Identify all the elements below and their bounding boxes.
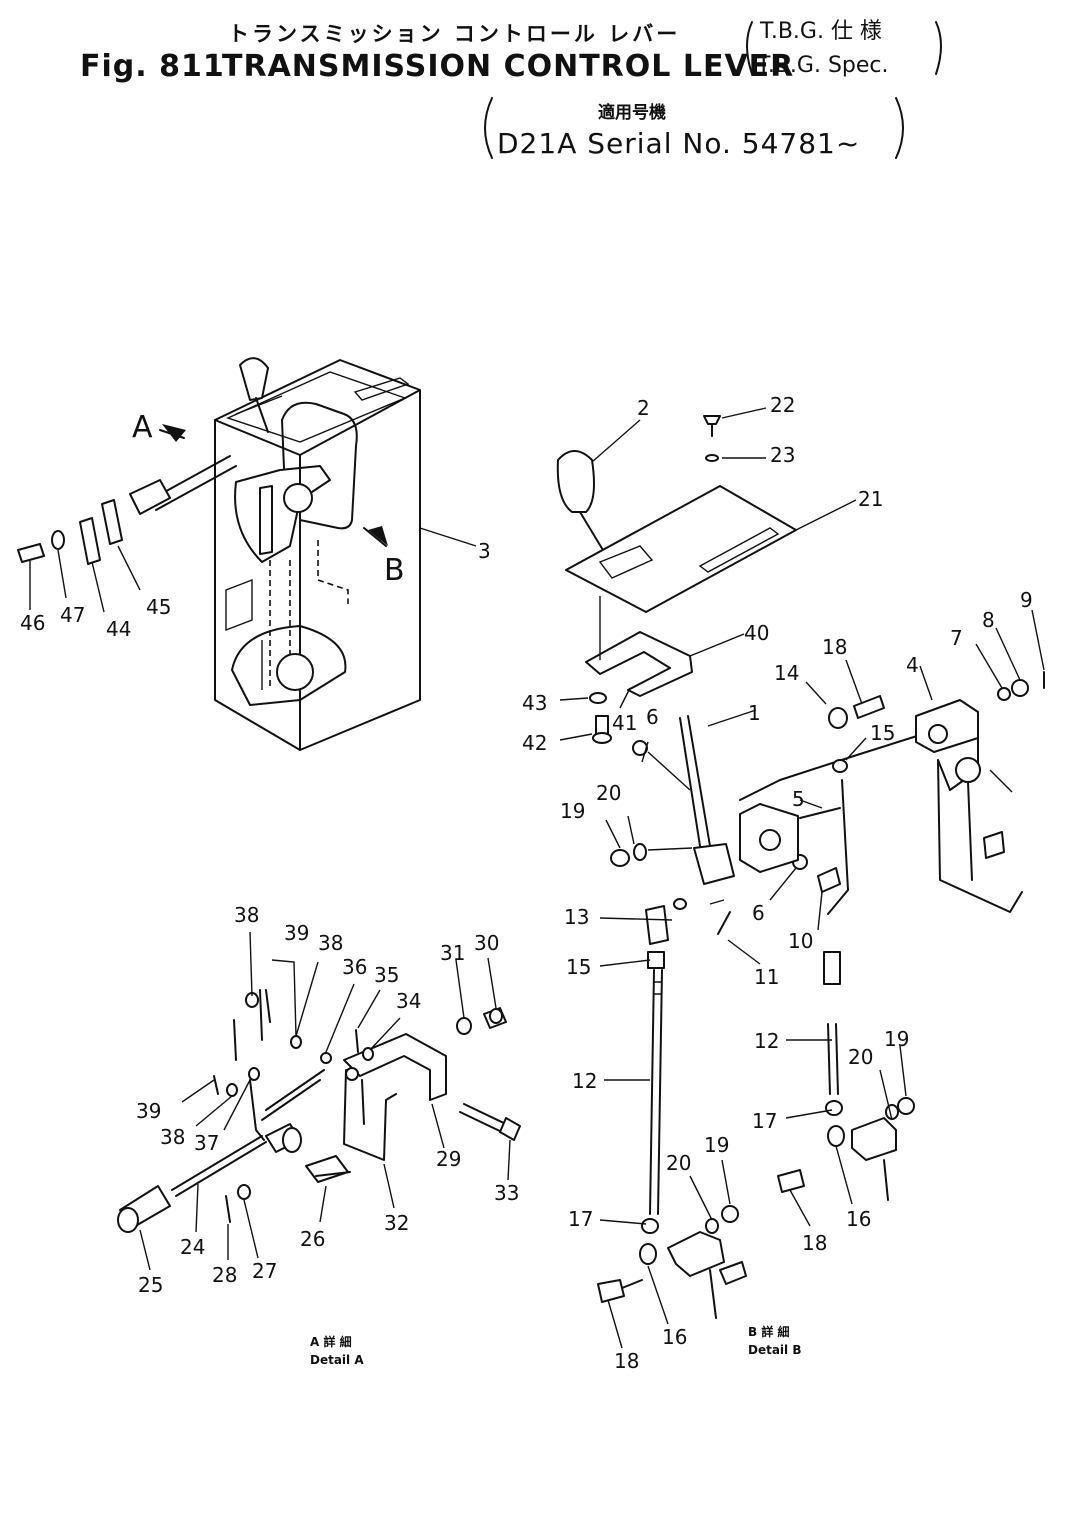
callout-1: 1 — [748, 701, 761, 725]
callout-30: 30 — [474, 931, 499, 955]
callout-34: 34 — [396, 989, 421, 1013]
callout-39-top: 39 — [284, 921, 309, 945]
detail-b-caption: Detail B — [748, 1343, 801, 1357]
callout-17-left: 17 — [568, 1207, 593, 1231]
callout-5: 5 — [792, 787, 805, 811]
callout-12-left: 12 — [572, 1069, 597, 1093]
paren-right — [895, 97, 904, 159]
callout-37: 37 — [194, 1131, 219, 1155]
callout-41: 41 — [612, 711, 637, 735]
callout-45: 45 — [146, 595, 171, 619]
console-assembly — [17, 357, 477, 751]
callout-33: 33 — [494, 1181, 519, 1205]
callout-38-left: 38 — [160, 1125, 185, 1149]
callout-19-upper: 19 — [560, 799, 585, 823]
callout-3: 3 — [478, 539, 491, 563]
linkage-assembly — [556, 407, 1045, 1319]
callout-20-upper: 20 — [596, 781, 621, 805]
callout-6-upper: 6 — [646, 705, 659, 729]
callout-11: 11 — [754, 965, 779, 989]
callout-22: 22 — [770, 393, 795, 417]
callout-6-lower: 6 — [752, 901, 765, 925]
callout-18-upper: 18 — [822, 635, 847, 659]
callout-31: 31 — [440, 941, 465, 965]
callout-12-right: 12 — [754, 1029, 779, 1053]
callout-18-left: 18 — [614, 1349, 639, 1373]
callout-15-lower: 15 — [566, 955, 591, 979]
callout-46: 46 — [20, 611, 45, 635]
callout-42: 42 — [522, 731, 547, 755]
callout-29: 29 — [436, 1147, 461, 1171]
callout-19-right: 19 — [884, 1027, 909, 1051]
callout-13: 13 — [564, 905, 589, 929]
applicable-japanese: 適用号機 — [598, 102, 666, 123]
callout-21: 21 — [858, 487, 883, 511]
callout-8: 8 — [982, 608, 995, 632]
callout-7: 7 — [950, 626, 963, 650]
callout-23: 23 — [770, 443, 795, 467]
callout-9: 9 — [1020, 588, 1033, 612]
callout-47: 47 — [60, 603, 85, 627]
detail-captions: A 詳 細 Detail A B 詳 細 Detail B — [310, 1324, 801, 1367]
title-japanese: トランスミッション コントロール レバー — [228, 22, 680, 46]
callout-40: 40 — [744, 621, 769, 645]
serial-number: D21A Serial No. 54781~ — [497, 127, 860, 160]
callout-43: 43 — [522, 691, 547, 715]
callout-32: 32 — [384, 1211, 409, 1235]
callout-16-right: 16 — [846, 1207, 871, 1231]
view-letter-a: A — [132, 410, 153, 445]
callout-10: 10 — [788, 929, 813, 953]
callout-24: 24 — [180, 1235, 205, 1259]
view-letter-b: B — [384, 553, 405, 588]
figure-title: TRANSMISSION CONTROL LEVER — [222, 49, 794, 84]
callout-18-right: 18 — [802, 1231, 827, 1255]
callout-2: 2 — [637, 396, 650, 420]
callout-labels: 1 2 3 4 5 6 6 7 8 9 10 11 12 12 13 14 15… — [20, 393, 1033, 1373]
spec-japanese: T.B.G. 仕 様 — [759, 19, 882, 44]
callout-15-upper: 15 — [870, 721, 895, 745]
callout-20-right: 20 — [848, 1045, 873, 1069]
bracket-left — [746, 21, 753, 75]
callout-27: 27 — [252, 1259, 277, 1283]
callout-26: 26 — [300, 1227, 325, 1251]
header: トランスミッション コントロール レバー T.B.G. 仕 様 Fig. 811… — [80, 19, 942, 160]
callout-36: 36 — [342, 955, 367, 979]
leader-lines — [139, 609, 1045, 1349]
callout-25: 25 — [138, 1273, 163, 1297]
callout-19-lower: 19 — [704, 1133, 729, 1157]
callout-38-mid: 38 — [318, 931, 343, 955]
detail-a-japanese: A 詳 細 — [310, 1334, 352, 1349]
detail-b-japanese: B 詳 細 — [748, 1324, 790, 1339]
callout-35: 35 — [374, 963, 399, 987]
callout-14: 14 — [774, 661, 799, 685]
callout-38-top: 38 — [234, 903, 259, 927]
bracket-right — [935, 21, 942, 75]
callout-16-left: 16 — [662, 1325, 687, 1349]
detail-a-caption: Detail A — [310, 1353, 364, 1367]
callout-28: 28 — [212, 1263, 237, 1287]
callout-4: 4 — [906, 653, 919, 677]
figure-label: Fig. 811 — [80, 49, 225, 84]
detail-a-assembly — [117, 989, 521, 1233]
callout-39-left: 39 — [136, 1099, 161, 1123]
callout-20-lower: 20 — [666, 1151, 691, 1175]
spec-english: T.B.G. Spec. — [756, 53, 889, 78]
paren-left — [484, 97, 493, 159]
callout-17-right: 17 — [752, 1109, 777, 1133]
callout-44: 44 — [106, 617, 131, 641]
